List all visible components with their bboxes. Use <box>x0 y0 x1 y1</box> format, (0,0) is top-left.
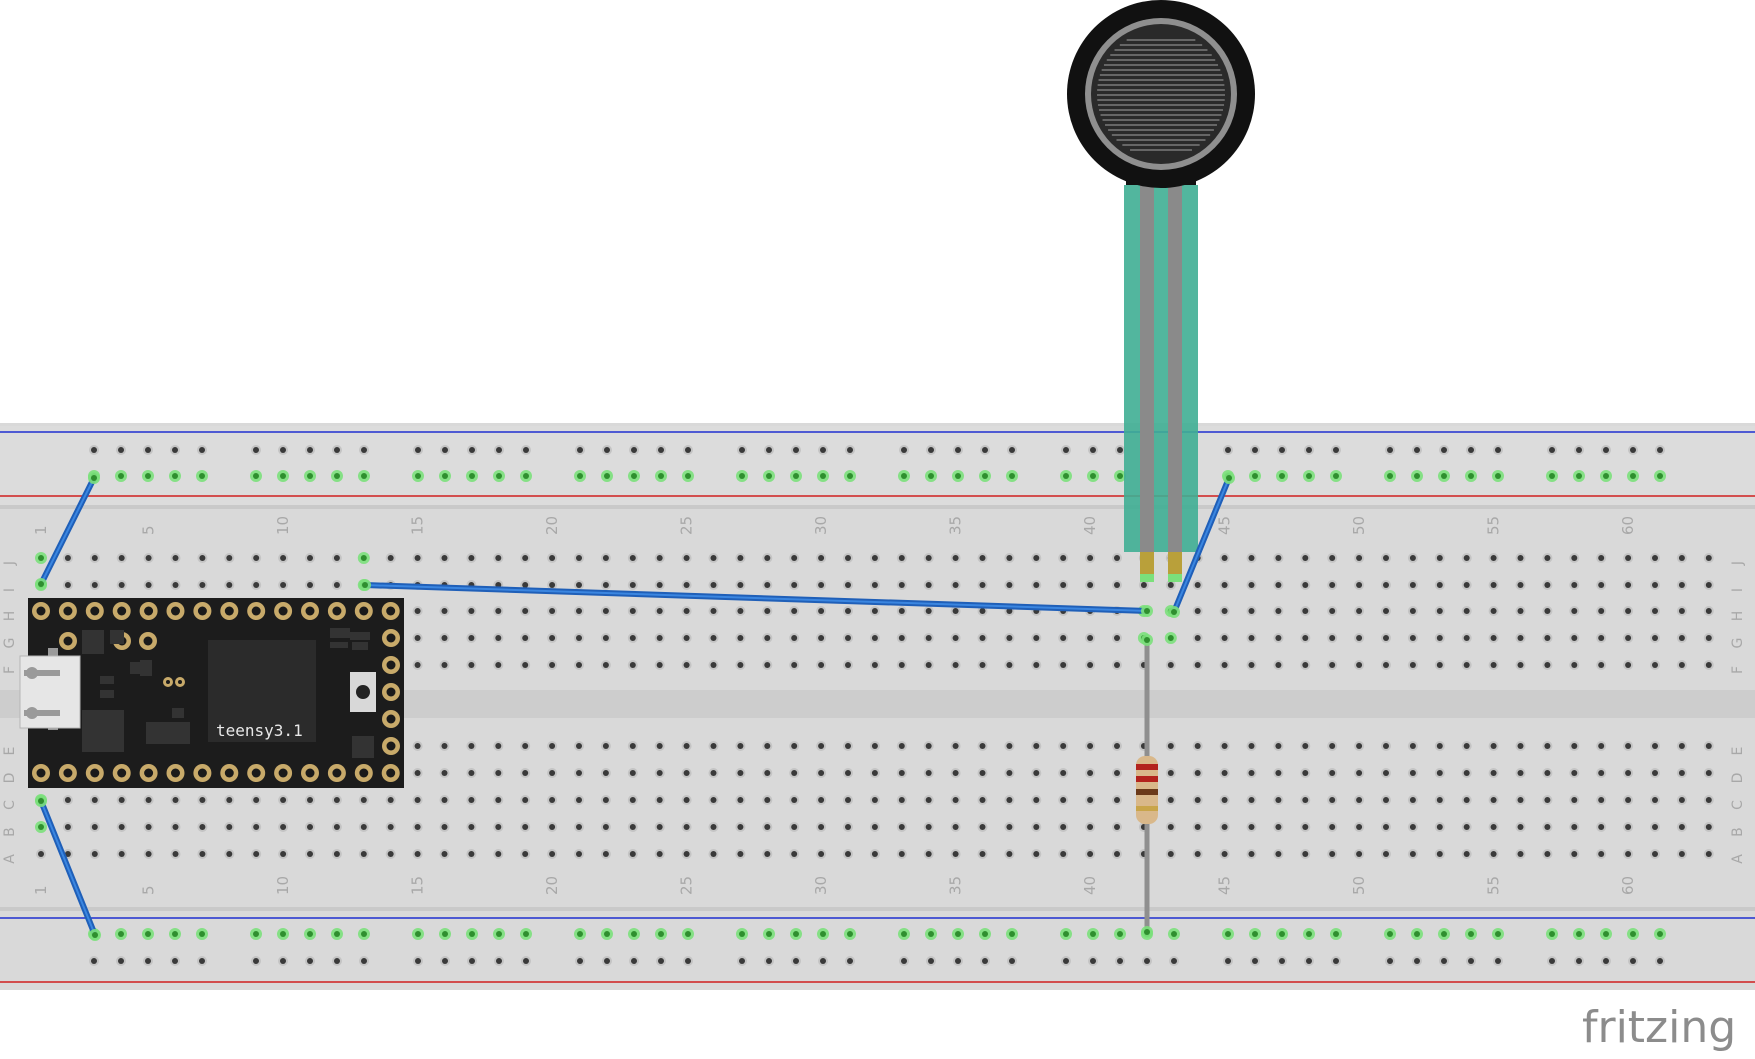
row-label: D <box>2 773 18 784</box>
column-label: 10 <box>274 516 292 535</box>
row-label: D <box>1730 773 1746 784</box>
column-label: 55 <box>1485 516 1503 535</box>
column-label: 35 <box>947 516 965 535</box>
usb-connector <box>19 648 81 730</box>
column-label: 45 <box>1216 516 1234 535</box>
wire-endpoints <box>35 472 1235 941</box>
column-label: 5 <box>140 525 158 535</box>
column-label: 40 <box>1081 876 1099 895</box>
row-label: B <box>1730 827 1746 837</box>
row-label: C <box>2 800 18 810</box>
fritzing-watermark: fritzing <box>1582 1002 1736 1053</box>
column-labels: 1155101015152020252530303535404045455050… <box>32 516 1637 895</box>
column-label: 10 <box>274 876 292 895</box>
column-label: 1 <box>32 525 50 535</box>
row-label: E <box>2 747 18 756</box>
column-label: 15 <box>409 876 427 895</box>
row-labels: J J I I H H G G F F E E D D C C B B A A <box>2 561 1746 864</box>
breadboard-holes <box>35 445 1714 966</box>
row-label: E <box>1730 747 1746 756</box>
row-label: A <box>2 854 18 864</box>
wires <box>38 475 1232 938</box>
row-label: I <box>2 588 18 592</box>
wire-bottom-rail-left <box>38 798 98 938</box>
column-label: 45 <box>1216 876 1234 895</box>
column-label: 30 <box>812 876 830 895</box>
column-label: 20 <box>543 876 561 895</box>
column-label: 20 <box>543 516 561 535</box>
column-label: 40 <box>1081 516 1099 535</box>
column-label: 60 <box>1619 516 1637 535</box>
column-label: 35 <box>947 876 965 895</box>
column-label: 25 <box>678 876 696 895</box>
column-label: 15 <box>409 516 427 535</box>
teensy-label: teensy3.1 <box>216 721 303 740</box>
row-label: H <box>2 611 18 622</box>
row-label: G <box>1730 638 1746 649</box>
row-label: G <box>2 638 18 649</box>
row-label: J <box>1730 561 1746 566</box>
column-label: 1 <box>32 885 50 895</box>
wire-top-rail-left <box>38 475 97 587</box>
wire-top-rail-right <box>1171 475 1232 615</box>
row-label: H <box>1730 611 1746 622</box>
row-label: I <box>1730 588 1746 592</box>
row-label: C <box>1730 800 1746 810</box>
resistor <box>1136 640 1158 932</box>
row-label: F <box>2 666 18 674</box>
row-label: J <box>2 561 18 566</box>
row-label: F <box>1730 666 1746 674</box>
column-label: 55 <box>1485 876 1503 895</box>
column-label: 25 <box>678 516 696 535</box>
column-label: 50 <box>1350 876 1368 895</box>
wire-signal <box>362 582 1150 614</box>
force-sensor <box>1067 0 1255 582</box>
column-label: 60 <box>1619 876 1637 895</box>
row-label: B <box>2 827 18 837</box>
column-label: 5 <box>140 885 158 895</box>
row-label: A <box>1730 854 1746 864</box>
column-label: 50 <box>1350 516 1368 535</box>
teensy-board: teensy3.1 <box>19 598 404 788</box>
column-label: 30 <box>812 516 830 535</box>
